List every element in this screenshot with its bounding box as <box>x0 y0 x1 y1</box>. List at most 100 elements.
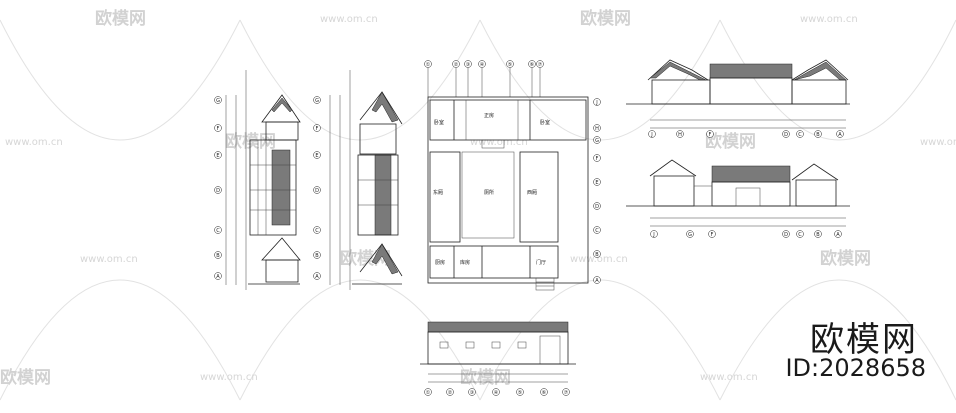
svg-text:D: D <box>216 188 220 194</box>
svg-text:欧模网: 欧模网 <box>820 248 871 269</box>
svg-text:③: ③ <box>466 62 470 68</box>
axis-bubble: F <box>214 124 222 132</box>
svg-text:C: C <box>216 228 220 234</box>
axis-bubble: C <box>796 230 804 238</box>
svg-text:⑦: ⑦ <box>538 62 543 68</box>
svg-text:①: ① <box>426 390 431 396</box>
axis-bubble: B <box>814 230 822 238</box>
svg-text:G: G <box>216 98 220 104</box>
model-id: ID:2028658 <box>785 354 926 382</box>
svg-text:欧模网: 欧模网 <box>580 8 631 29</box>
svg-text:G: G <box>595 138 599 144</box>
svg-text:B: B <box>595 252 599 258</box>
room-label: 卧室 <box>540 119 550 126</box>
axis-bubble: ⑦ <box>536 60 544 68</box>
axis-bubble: E <box>214 151 222 159</box>
svg-text:www.om.cn: www.om.cn <box>800 14 858 25</box>
svg-text:②: ② <box>448 390 453 396</box>
room-label: 卧室 <box>434 119 444 126</box>
axis-bubble: A <box>836 130 844 138</box>
svg-text:B: B <box>315 253 319 259</box>
svg-text:F: F <box>596 156 599 162</box>
axis-bubble: F <box>313 124 321 132</box>
svg-text:F: F <box>217 126 220 132</box>
svg-text:H: H <box>678 132 682 138</box>
axis-bubble: ⑤ <box>516 388 524 396</box>
svg-text:A: A <box>315 274 319 280</box>
svg-text:欧模网: 欧模网 <box>460 367 511 388</box>
axis-bubble: ① <box>424 60 432 68</box>
axis-bubble: J <box>648 130 656 138</box>
svg-text:A: A <box>595 278 599 284</box>
svg-text:E: E <box>595 180 598 186</box>
axis-bubble: C <box>313 226 321 234</box>
axis-bubble: F <box>706 130 714 138</box>
svg-text:④: ④ <box>494 390 499 396</box>
axis-bubble: D <box>214 186 222 194</box>
svg-text:欧模网: 欧模网 <box>705 131 756 152</box>
svg-text:欧模网: 欧模网 <box>225 131 276 152</box>
axis-bubble: ⑥ <box>540 388 548 396</box>
svg-text:A: A <box>216 274 220 280</box>
axis-bubble: A <box>214 272 222 280</box>
svg-text:⑤: ⑤ <box>508 62 512 68</box>
axis-bubble: ① <box>424 388 432 396</box>
svg-text:⑦: ⑦ <box>564 390 569 396</box>
svg-text:①: ① <box>426 62 431 68</box>
svg-text:C: C <box>595 228 599 234</box>
axis-bubble: ② <box>446 388 454 396</box>
axis-bubble: ⑥ <box>528 60 536 68</box>
axis-bubble: C <box>796 130 804 138</box>
svg-text:F: F <box>316 126 319 132</box>
watermark-row-top: 欧模网 www.om.cn 欧模网 www.om.cn <box>95 8 858 29</box>
svg-text:⑥: ⑥ <box>542 390 547 396</box>
axis-bubble: E <box>313 151 321 159</box>
axis-bubble: C <box>593 226 601 234</box>
room-label: 正房 <box>484 112 494 119</box>
svg-text:②: ② <box>454 62 459 68</box>
svg-text:F: F <box>709 132 712 138</box>
axis-bubble: G <box>593 136 601 144</box>
mid-section-drawing: G F E D C B A <box>313 70 403 290</box>
room-label: 门厅 <box>536 259 546 266</box>
axis-bubble: G <box>313 96 321 104</box>
watermark-row-3: www.om.cn 欧模网 www.om.cn 欧模网 <box>80 248 871 269</box>
svg-text:⑥: ⑥ <box>530 62 535 68</box>
axis-bubble: A <box>593 276 601 284</box>
svg-text:欧模网: 欧模网 <box>0 367 51 388</box>
axis-bubble: B <box>593 250 601 258</box>
axis-bubble: ③ <box>464 60 472 68</box>
svg-text:www.om.cn: www.om.cn <box>5 137 63 148</box>
svg-text:G: G <box>315 98 319 104</box>
svg-text:J: J <box>650 132 652 138</box>
svg-text:E: E <box>216 153 219 159</box>
svg-text:www.om.cn: www.om.cn <box>570 254 628 265</box>
svg-text:www.om.cn: www.om.cn <box>200 372 258 383</box>
axis-bubble: C <box>214 226 222 234</box>
svg-text:H: H <box>595 126 599 132</box>
svg-text:F: F <box>711 232 714 238</box>
svg-text:J: J <box>595 100 597 106</box>
axis-bubble: D <box>313 186 321 194</box>
svg-text:www.om.cn: www.om.cn <box>320 14 378 25</box>
svg-text:C: C <box>798 132 802 138</box>
brand-logo-text: 欧模网 <box>810 320 918 360</box>
svg-text:www.om.cn: www.om.cn <box>700 372 758 383</box>
axis-bubble: H <box>676 130 684 138</box>
svg-text:A: A <box>838 132 842 138</box>
room-label: 库房 <box>460 259 470 266</box>
axis-bubble: ④ <box>478 60 486 68</box>
svg-text:E: E <box>315 153 318 159</box>
watermark-row-2: www.om.cn 欧模网 www.om.cn 欧模网 www.om.cn <box>5 131 956 152</box>
svg-text:J: J <box>652 232 654 238</box>
axis-bubble: B <box>313 251 321 259</box>
axis-bubble: E <box>593 178 601 186</box>
room-label: 厨房 <box>435 259 445 266</box>
axis-bubble: A <box>834 230 842 238</box>
svg-text:D: D <box>784 132 788 138</box>
room-label: 厕所 <box>484 189 494 196</box>
